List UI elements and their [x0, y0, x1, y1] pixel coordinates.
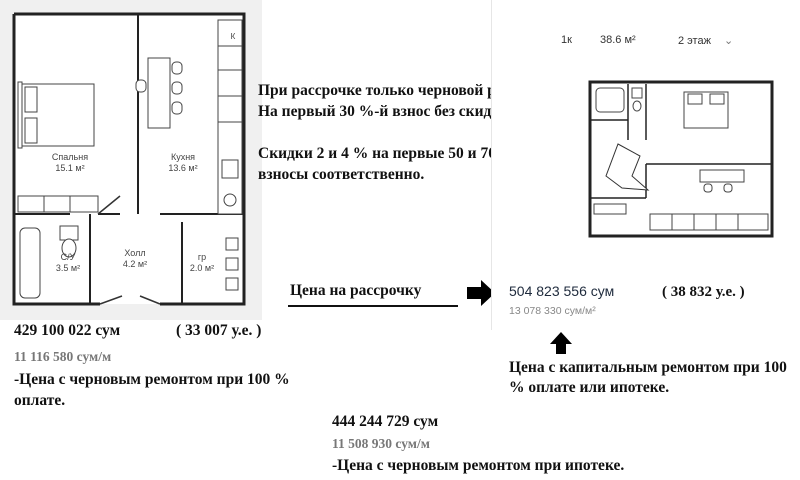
- arrow-up-icon: [550, 332, 572, 354]
- kitchen-marker: К: [230, 32, 236, 41]
- note-line-1: При рассрочке только черновой ремонт. На…: [258, 82, 541, 120]
- installment-price-label: Цена на рассрочку: [290, 282, 422, 299]
- room-area: 4.2 м²: [122, 259, 148, 269]
- room-label-kitchen: Кухня 13.6 м²: [148, 152, 218, 174]
- floor-plan-left: К Спальня 15.1 м² Кухня 13.6 м² С/У 3.5 …: [0, 0, 262, 320]
- floor-select[interactable]: 2 этаж ⌄: [678, 34, 733, 47]
- full-payment-description: -Цена с черновым ремонтом при 100 % опла…: [14, 371, 290, 409]
- capital-repair-note: Цена с капитальным ремонтом при 100 % оп…: [509, 358, 799, 398]
- apartment-area: 38.6 м²: [600, 34, 636, 46]
- mortgage-description: -Цена с черновым ремонтом при ипотеке.: [332, 457, 625, 474]
- room-name: Кухня: [170, 152, 196, 162]
- room-area: 3.5 м²: [55, 263, 81, 273]
- room-label-hall: Холл 4.2 м²: [110, 248, 160, 270]
- room-name: гр: [197, 252, 207, 262]
- room-area: 2.0 м²: [189, 263, 215, 273]
- room-label-storage: гр 2.0 м²: [180, 252, 224, 274]
- mortgage-price-per-m: 11 508 930 сум/м: [332, 436, 430, 451]
- apartment-card: [491, 0, 800, 330]
- capital-note-text: Цена с капитальным ремонтом при 100 % оп…: [509, 359, 787, 396]
- label-underline: [288, 305, 458, 307]
- room-label-bathroom: С/У 3.5 м²: [48, 252, 88, 274]
- room-label-bedroom: Спальня 15.1 м²: [40, 152, 100, 174]
- installment-price-per-m: 13 078 330 сум/м²: [509, 305, 596, 317]
- full-payment-price-per-m: 11 116 580 сум/м: [14, 349, 112, 364]
- room-name: Холл: [124, 248, 146, 258]
- note-line-2: Скидки 2 и 4 % на первые 50 и 70 %-е взн…: [258, 145, 528, 183]
- room-area: 15.1 м²: [55, 163, 85, 173]
- room-name: Спальня: [51, 152, 89, 162]
- room-name: С/У: [60, 252, 76, 262]
- installment-price: 504 823 556 сум: [509, 283, 615, 299]
- installment-note: При рассрочке только черновой ремонт. На…: [258, 80, 548, 185]
- floor-value: 2 этаж: [678, 35, 711, 47]
- full-payment-price: 429 100 022 сум: [14, 322, 121, 339]
- rooms-count: 1к: [561, 34, 572, 46]
- installment-price-usd: ( 38 832 у.е. ): [662, 284, 745, 300]
- floor-plan-drawing: [12, 12, 246, 306]
- room-area: 13.6 м²: [168, 163, 198, 173]
- full-payment-usd: ( 33 007 у.е. ): [176, 322, 262, 339]
- mortgage-price: 444 244 729 сум: [332, 413, 439, 430]
- chevron-down-icon: ⌄: [724, 35, 734, 47]
- floor-plan-right-drawing: [588, 80, 774, 238]
- arrow-right-icon: [467, 280, 495, 306]
